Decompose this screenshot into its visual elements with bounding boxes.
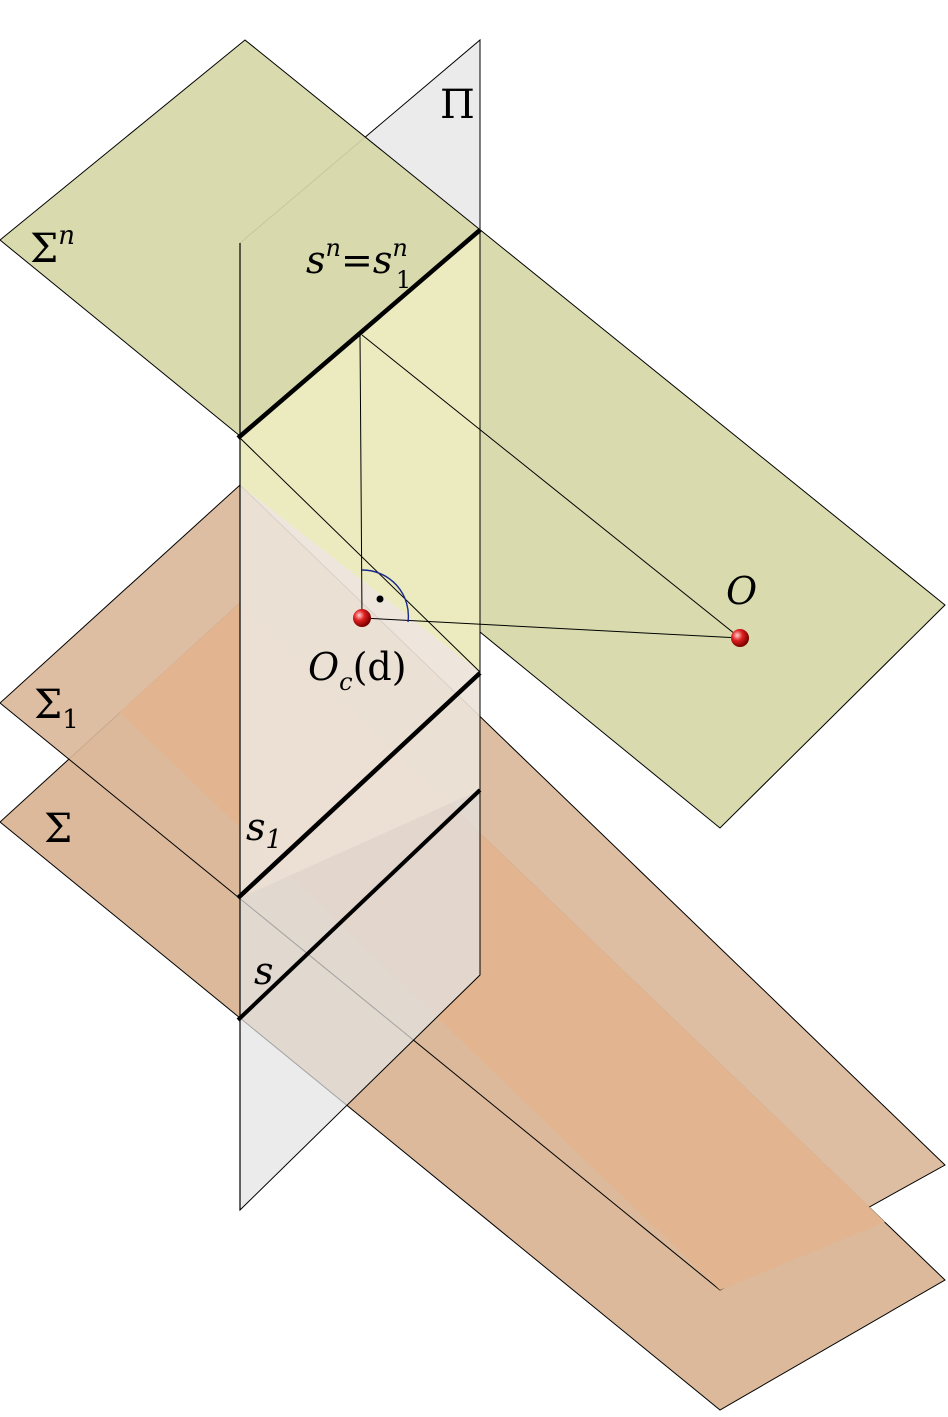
label-oc-tail: (d) [353, 645, 407, 689]
label-sn-right-sup: n [392, 234, 407, 262]
label-sigma-n: Σn [30, 221, 75, 272]
label-oc-sub: c [339, 668, 352, 696]
point-oc [353, 609, 371, 627]
label-sigma-1: Σ1 [34, 682, 79, 735]
label-sigma-1-sub: 1 [62, 705, 79, 735]
perpendicular-line [359, 334, 363, 619]
right-angle-dot [376, 595, 384, 603]
line-s [236, 788, 482, 1022]
plane-sigma-1-in-pi [240, 485, 480, 898]
right-angle-arc [361, 569, 410, 623]
line-sn-s1n [236, 228, 482, 440]
label-sn-right-sub: 1 [396, 266, 411, 294]
label-s: s [254, 949, 274, 993]
label-sn-right: s [373, 238, 393, 282]
label-o: O [726, 569, 757, 613]
label-sn-eq: = [341, 238, 373, 282]
label-sigma-1-base: Σ [34, 682, 62, 728]
label-s1-sub: 1 [266, 825, 283, 855]
label-pi: Π [440, 82, 475, 128]
label-sigma: Σ [44, 806, 72, 852]
sigma-n-edge-through-pi [239, 437, 481, 673]
label-sn-left: s [306, 238, 326, 282]
label-oc: Oc(d) [308, 645, 407, 696]
label-s1-base: s [246, 805, 266, 849]
point-o [731, 629, 749, 647]
line-s1 [236, 671, 482, 900]
label-oc-base: O [308, 645, 339, 689]
label-sigma-n-base: Σ [30, 226, 58, 272]
line-oc-to-o [361, 617, 741, 639]
label-s1: s1 [246, 805, 282, 855]
label-sigma-n-sup: n [58, 221, 75, 251]
line-to-o-upper [361, 334, 741, 639]
plane-sigma-n-overlap [240, 230, 480, 672]
label-sn-left-sup: n [326, 234, 341, 262]
